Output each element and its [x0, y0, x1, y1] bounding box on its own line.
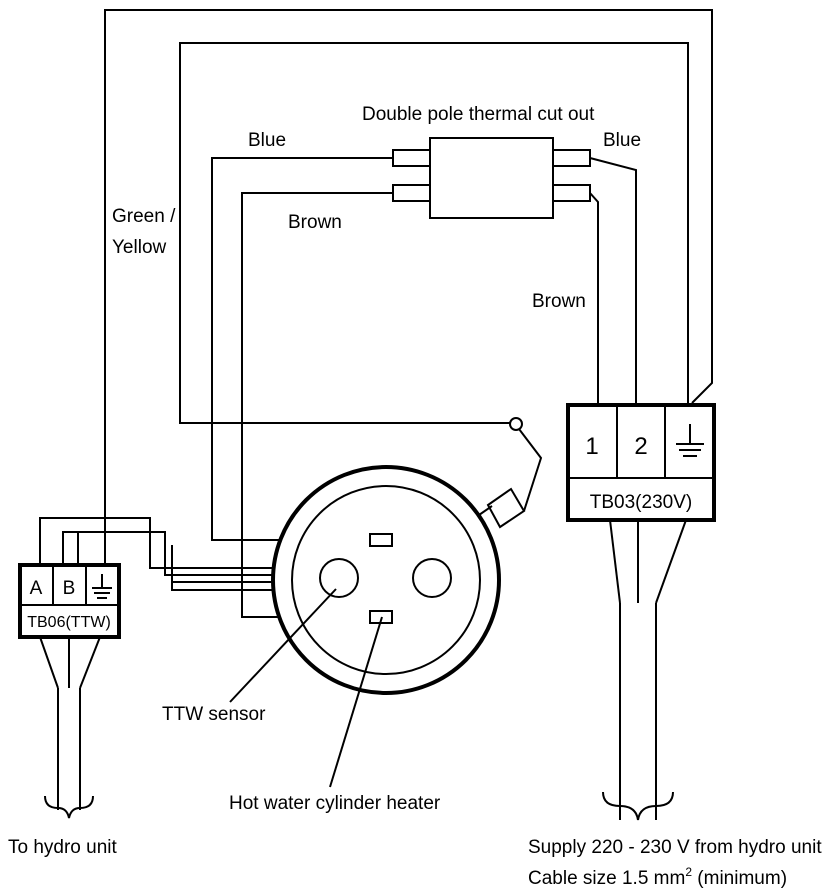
- to-hydro-label: To hydro unit: [8, 837, 118, 858]
- ttw-sensor-well: [319, 558, 359, 598]
- cable-size-superscript: 2: [685, 865, 692, 879]
- hydro-cable: [39, 636, 101, 819]
- heater-label: Hot water cylinder heater: [229, 793, 441, 814]
- ttw-sensor-leader: [229, 588, 337, 703]
- blue-right-label: Blue: [603, 130, 641, 151]
- blue-left-label: Blue: [248, 130, 286, 151]
- thermostat-loop-wire: [179, 42, 689, 424]
- cylinder-well-right: [412, 558, 452, 598]
- tb03-terminal-2: 2: [634, 433, 647, 460]
- tb06-terminal-a: A: [30, 578, 43, 599]
- earth-icon: [676, 424, 704, 457]
- tb03-terminal-1: 1: [585, 433, 598, 460]
- hot-water-cylinder: [271, 465, 526, 695]
- thermostat-pivot: [509, 417, 523, 431]
- tb03-name: TB03(230V): [590, 492, 692, 513]
- thermostat-capillary: [518, 428, 543, 512]
- brown-wire-right: [589, 192, 599, 403]
- ttw-sensor-label: TTW sensor: [162, 704, 266, 725]
- green-yellow-earth-wire: [104, 9, 713, 565]
- cable-size-label: Cable size 1.5 mm2 (minimum): [528, 865, 787, 889]
- thermostat-bulb: [478, 487, 526, 529]
- thermal-cutout-label: Double pole thermal cut out: [362, 104, 595, 125]
- blue-wire-right: [589, 157, 637, 403]
- green-yellow-label-1: Green /: [112, 206, 176, 227]
- tb06-terminal-b: B: [63, 578, 76, 599]
- supply-cable: [602, 519, 687, 821]
- supply-label: Supply 220 - 230 V from hydro unit: [528, 837, 822, 858]
- tb06-terminal-block: A B TB06(TTW): [18, 563, 121, 639]
- heater-leader: [329, 616, 383, 788]
- tb03-terminal-block: 1 2 TB03(230V): [566, 403, 716, 522]
- earth-icon: [92, 574, 112, 599]
- thermal-cutout: [392, 137, 591, 219]
- brown-left-label: Brown: [288, 212, 342, 233]
- sensor-wire-a: [39, 517, 323, 569]
- brown-right-label: Brown: [532, 291, 586, 312]
- heater-terminal-top: [369, 533, 393, 547]
- sensor-wire-b-lower: [77, 531, 165, 565]
- tb06-name: TB06(TTW): [27, 614, 111, 631]
- green-yellow-label-2: Yellow: [112, 237, 167, 258]
